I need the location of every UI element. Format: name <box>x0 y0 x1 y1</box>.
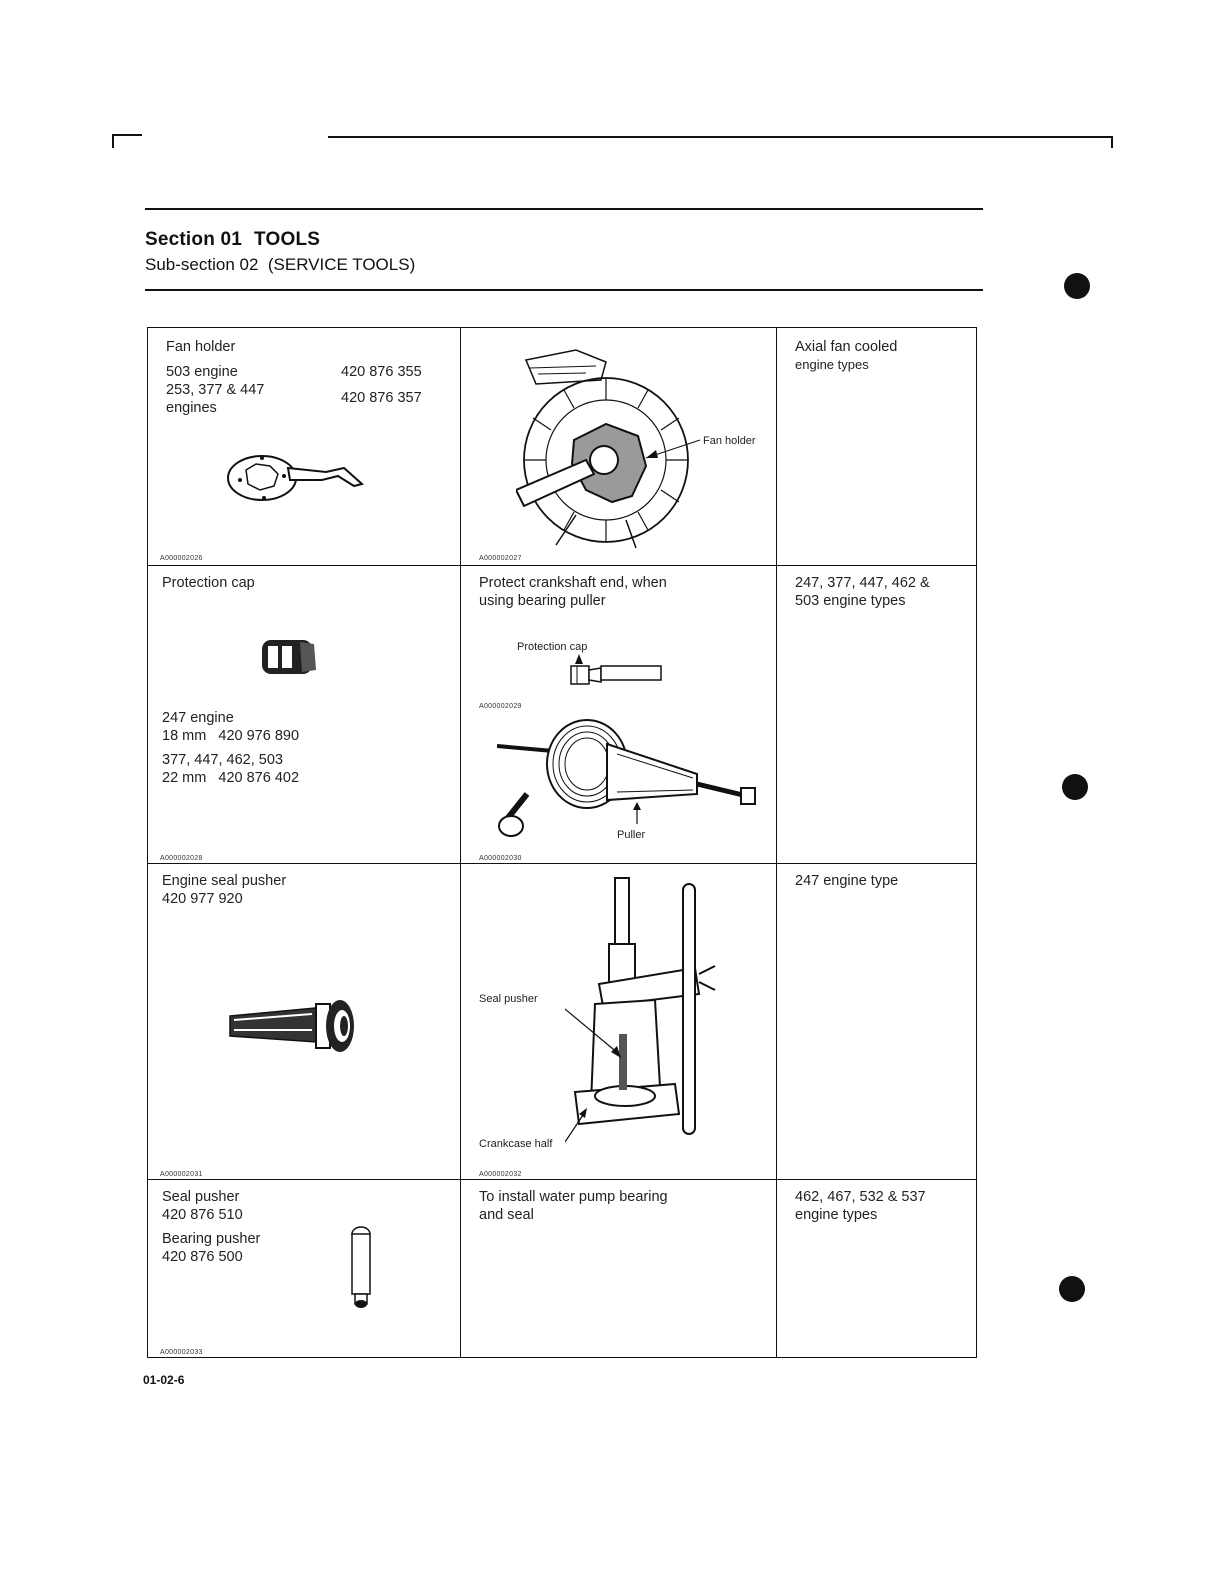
header-rule-bottom <box>145 289 983 291</box>
tool-cell: Seal pusher 420 876 510 Bearing pusher 4… <box>147 1179 461 1358</box>
table-row: Protection cap 247 engine 18 mm 420 976 … <box>147 565 977 864</box>
engine-types-cell: 247 engine type <box>776 863 977 1180</box>
engine-types-cell: 462, 467, 532 & 537 engine types <box>776 1179 977 1358</box>
figure-ref: A000002026 <box>160 555 203 562</box>
engine-types-line: engine types <box>795 357 869 372</box>
usage-cell: Protect crankshaft end, when using beari… <box>460 565 777 864</box>
usage-cell: Fan holder A000002027 <box>460 327 777 566</box>
engine-types-line: 247 engine type <box>795 873 899 889</box>
page-number: 01-02-6 <box>143 1373 185 1387</box>
part-number: 420 876 357 <box>341 390 422 406</box>
engine-types-line: 462, 467, 532 & 537 <box>795 1189 926 1205</box>
top-corner-mark <box>112 134 142 136</box>
tool-name: Seal pusher <box>162 1189 240 1205</box>
fan-holder-illustration <box>227 455 365 501</box>
callout-protection-cap: Protection cap <box>517 641 588 653</box>
callout-seal-pusher: Seal pusher <box>479 993 538 1005</box>
usage-line: To install water pump bearing <box>479 1189 668 1205</box>
section-label: Section 01 <box>145 229 243 250</box>
callout-puller: Puller <box>617 829 646 841</box>
callout-fan-holder: Fan holder <box>703 435 756 447</box>
service-tools-table: Fan holder 503 engine 420 876 355 253, 3… <box>147 327 977 1358</box>
part-number: 420 977 920 <box>162 891 243 907</box>
part-number: 18 mm 420 976 890 <box>162 728 300 744</box>
engine-types-line: 247, 377, 447, 462 & <box>795 575 930 591</box>
tool-line-label: 253, 377 & 447 <box>166 382 265 398</box>
tool-line-label: 377, 447, 462, 503 <box>162 752 283 768</box>
seal-pusher-usage-illustration <box>565 877 716 1143</box>
usage-line: Protect crankshaft end, when <box>479 575 667 591</box>
fan-holder-usage-illustration <box>516 349 701 549</box>
tool-line-label: engines <box>166 400 217 416</box>
table-row: Fan holder 503 engine 420 876 355 253, 3… <box>147 327 977 566</box>
tool-name: Fan holder <box>166 339 236 355</box>
figure-ref: A000002032 <box>479 1171 522 1178</box>
figure-ref: A000002029 <box>479 703 522 710</box>
figure-ref: A000002031 <box>160 1171 203 1178</box>
engine-types-line: 503 engine types <box>795 593 906 609</box>
header-rule-top <box>145 208 983 210</box>
engine-seal-pusher-illustration <box>229 1000 354 1052</box>
table-row: Engine seal pusher 420 977 920 A00000203… <box>147 863 977 1180</box>
tool-name: Protection cap <box>162 575 255 591</box>
tool-cell: Protection cap 247 engine 18 mm 420 976 … <box>147 565 461 864</box>
engine-types-line: engine types <box>795 1207 878 1223</box>
tool-name: Engine seal pusher <box>162 873 287 889</box>
usage-line: using bearing puller <box>479 593 606 609</box>
engine-types-cell: 247, 377, 447, 462 & 503 engine types <box>776 565 977 864</box>
part-number: 420 876 355 <box>341 364 422 380</box>
engine-types-line: Axial fan cooled <box>795 339 898 355</box>
tool-line-label: 247 engine <box>162 710 234 726</box>
tool-line-label: 503 engine <box>166 364 238 380</box>
part-number: 22 mm 420 876 402 <box>162 770 300 786</box>
tool-name: Bearing pusher <box>162 1231 261 1247</box>
binder-hole-bottom <box>1059 1276 1085 1302</box>
section-title: Section 01 TOOLS <box>145 229 320 251</box>
figure-ref: A000002028 <box>160 855 203 862</box>
usage-cell: Seal pusher Crankcase half A000002032 <box>460 863 777 1180</box>
subsection-title: Sub-section 02 (SERVICE TOOLS) <box>145 255 416 274</box>
usage-line: and seal <box>479 1207 534 1223</box>
engine-types-cell: Axial fan cooled engine types <box>776 327 977 566</box>
binder-hole-middle <box>1062 774 1088 800</box>
binder-hole-top <box>1064 273 1090 299</box>
tool-cell: Fan holder 503 engine 420 876 355 253, 3… <box>147 327 461 566</box>
figure-ref: A000002033 <box>160 1349 203 1356</box>
bearing-puller-illustration <box>497 719 756 837</box>
usage-cell: To install water pump bearing and seal <box>460 1179 777 1358</box>
figure-ref: A000002030 <box>479 855 522 862</box>
seal-bearing-pusher-illustration <box>351 1226 371 1308</box>
section-name: TOOLS <box>254 229 321 250</box>
table-row: Seal pusher 420 876 510 Bearing pusher 4… <box>147 1179 977 1358</box>
protection-cap-illustration <box>262 640 316 674</box>
tool-cell: Engine seal pusher 420 977 920 A00000203… <box>147 863 461 1180</box>
part-number: 420 876 500 <box>162 1249 243 1265</box>
top-rule <box>328 136 1113 138</box>
top-corner-mark-vertical <box>112 134 114 148</box>
figure-ref: A000002027 <box>479 555 522 562</box>
part-number: 420 876 510 <box>162 1207 243 1223</box>
callout-crankcase-half: Crankcase half <box>479 1138 553 1150</box>
top-right-corner-mark <box>1111 136 1113 148</box>
protection-cap-usage-illustration <box>570 654 662 685</box>
